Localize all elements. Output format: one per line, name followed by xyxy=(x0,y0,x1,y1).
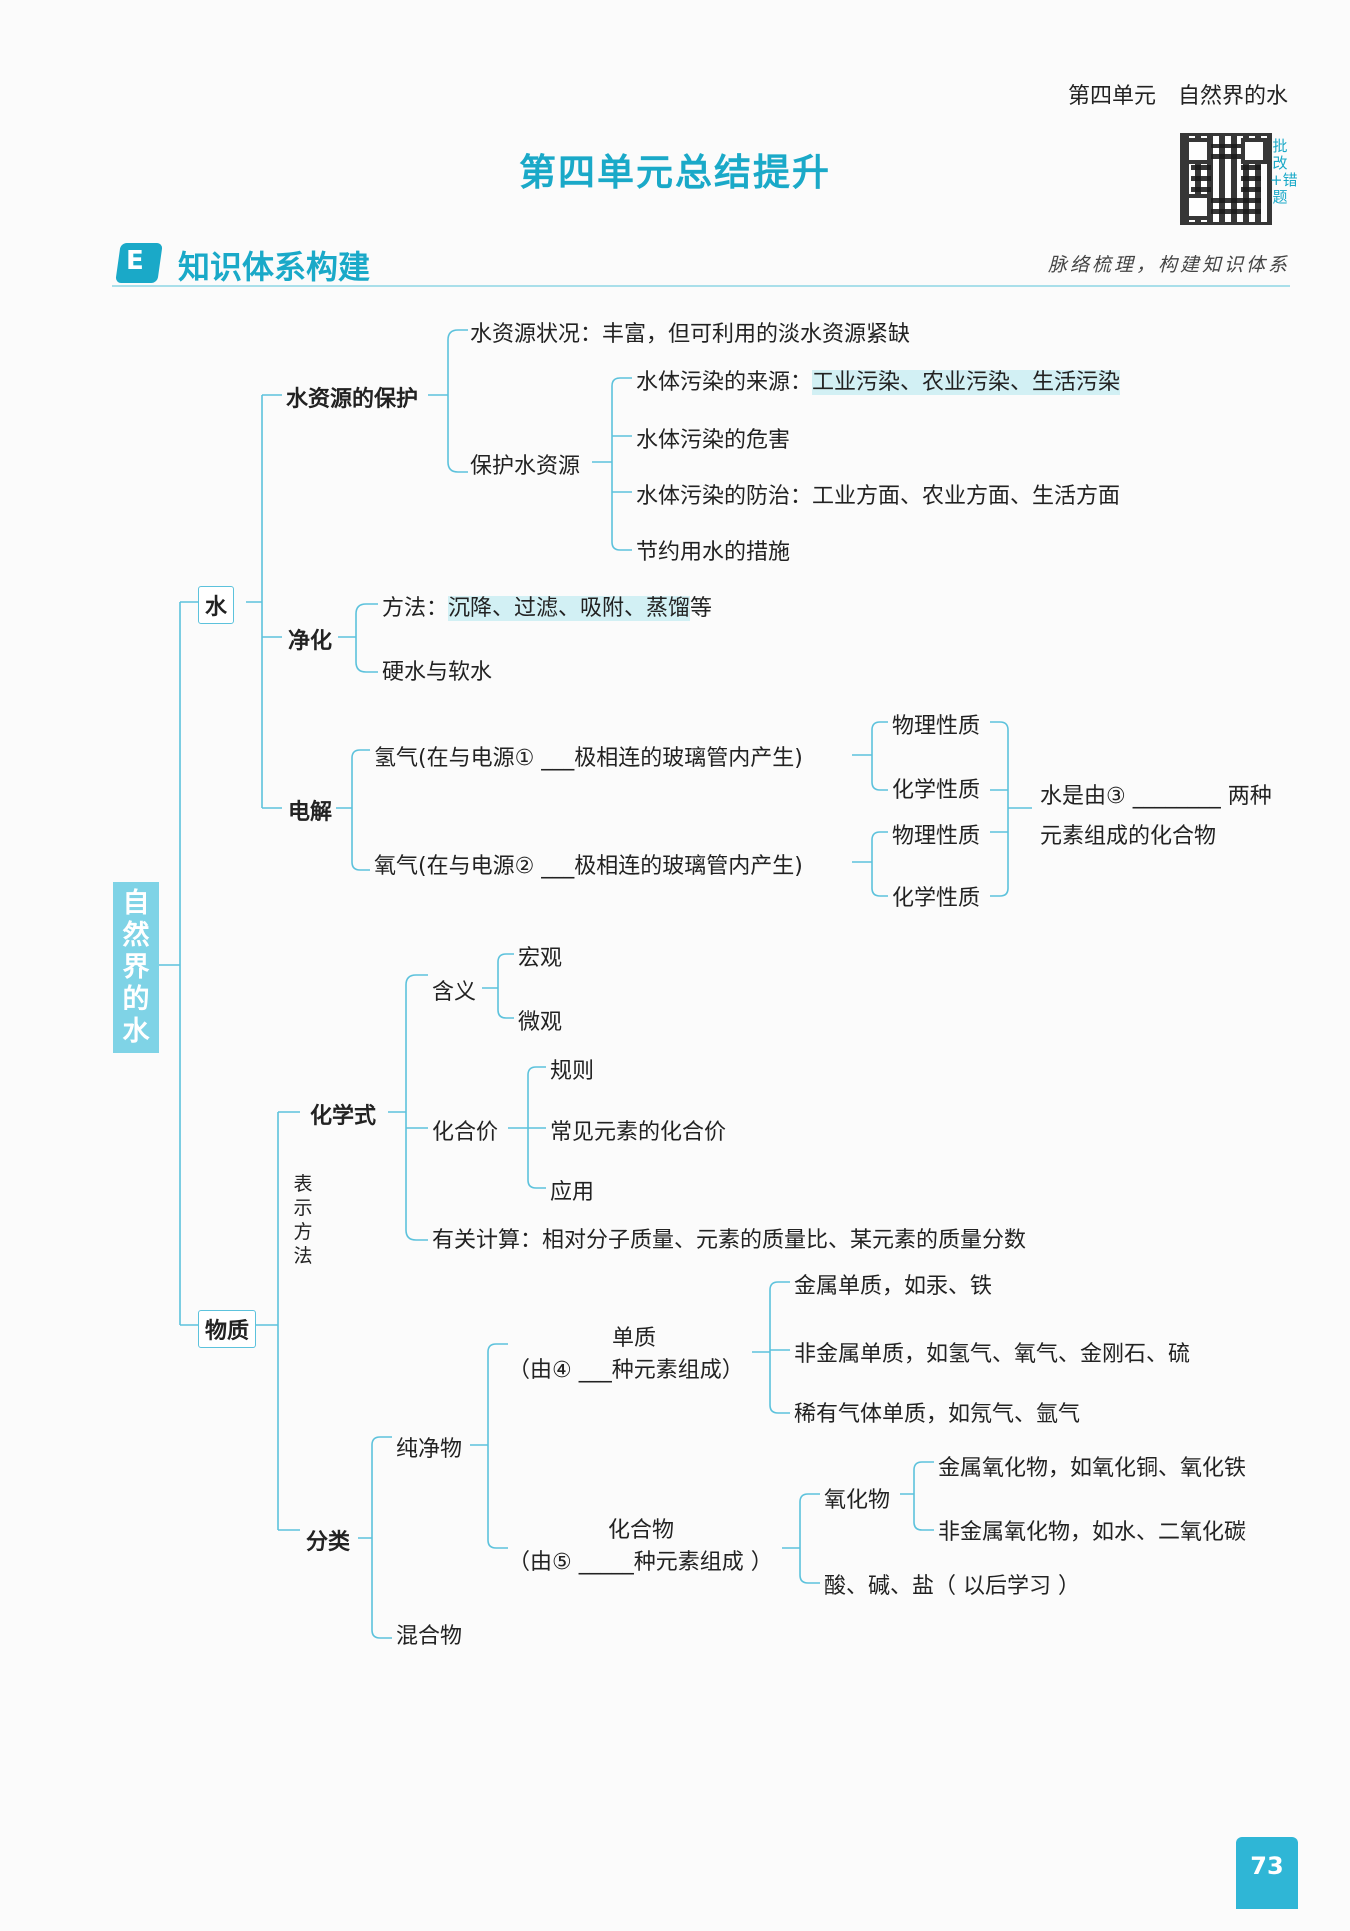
node-chemical-property-1: 化学性质 xyxy=(892,778,981,803)
node-water-status: 水资源状况：丰富，但可利用的淡水资源紧缺 xyxy=(470,322,911,347)
node-water-saving: 节约用水的措施 xyxy=(636,540,791,565)
node-pollution-control: 水体污染的防治：工业方面、农业方面、生活方面 xyxy=(636,484,1121,509)
node-water: 水 xyxy=(198,586,235,624)
node-element-desc: （由④ ___种元素组成） xyxy=(508,1358,744,1383)
section-subtitle: 脉络梳理，构建知识体系 xyxy=(1047,254,1290,276)
node-element-substance: 单质 xyxy=(612,1326,657,1351)
node-compound: 化合物 xyxy=(608,1518,675,1543)
node-acid-base-salt: 酸、碱、盐（ 以后学习 ） xyxy=(824,1574,1080,1599)
root-node: 自然界的水 xyxy=(113,882,159,1053)
node-physical-property-1: 物理性质 xyxy=(892,714,981,739)
node-valence-application: 应用 xyxy=(550,1180,595,1205)
node-noble-gas: 稀有气体单质，如氖气、氩气 xyxy=(794,1402,1081,1427)
section-divider xyxy=(112,285,1290,287)
node-physical-property-2: 物理性质 xyxy=(892,824,981,849)
node-purification-method: 方法：沉降、过滤、吸附、蒸馏等 xyxy=(382,596,713,621)
node-nonmetal-element: 非金属单质，如氢气、氧气、金刚石、硫 xyxy=(794,1342,1191,1367)
section-title: 知识体系构建 xyxy=(178,248,371,286)
node-valence: 化合价 xyxy=(432,1120,499,1145)
node-matter: 物质 xyxy=(198,1310,257,1348)
node-micro: 微观 xyxy=(518,1010,563,1035)
node-compound-desc: （由⑤ _____种元素组成 ） xyxy=(508,1550,773,1575)
page-title: 第四单元总结提升 xyxy=(519,150,831,194)
node-pollution-source: 水体污染的来源：工业污染、农业污染、生活污染 xyxy=(636,370,1121,395)
node-pollution-harm: 水体污染的危害 xyxy=(636,428,791,453)
node-metal-oxide: 金属氧化物，如氧化铜、氧化铁 xyxy=(938,1456,1247,1481)
node-valence-rules: 规则 xyxy=(550,1059,595,1084)
node-hydrogen: 氢气(在与电源① ___极相连的玻璃管内产生) xyxy=(374,746,803,771)
node-common-valence: 常见元素的化合价 xyxy=(550,1120,727,1145)
qr-code-icon[interactable] xyxy=(1180,133,1272,225)
node-representation: 表示方法 xyxy=(293,1173,313,1267)
node-pure-substance: 纯净物 xyxy=(396,1437,463,1462)
node-nonmetal-oxide: 非金属氧化物，如水、二氧化碳 xyxy=(938,1520,1247,1545)
node-oxide: 氧化物 xyxy=(824,1488,891,1513)
unit-label: 第四单元 自然界的水 xyxy=(1067,84,1288,109)
node-mixture: 混合物 xyxy=(396,1624,463,1649)
node-meaning: 含义 xyxy=(432,980,477,1005)
node-oxygen: 氧气(在与电源② ___极相连的玻璃管内产生) xyxy=(374,854,803,879)
section-icon-glyph: E xyxy=(126,246,144,276)
node-macro: 宏观 xyxy=(518,946,563,971)
node-conclusion-line-1: 水是由③ ________ 两种 xyxy=(1040,784,1272,809)
page-number: 73 xyxy=(1236,1837,1298,1909)
node-purification: 净化 xyxy=(288,629,333,654)
node-water-protection: 水资源的保护 xyxy=(286,387,419,412)
node-chemical-formula: 化学式 xyxy=(310,1104,377,1129)
node-chemical-property-2: 化学性质 xyxy=(892,886,981,911)
node-hard-soft-water: 硬水与软水 xyxy=(382,660,493,685)
node-calculation: 有关计算：相对分子质量、元素的质量比、某元素的质量分数 xyxy=(432,1228,1027,1253)
node-conclusion-line-2: 元素组成的化合物 xyxy=(1040,824,1217,849)
node-metal-element: 金属单质，如汞、铁 xyxy=(794,1274,993,1299)
node-protect-water: 保护水资源 xyxy=(470,454,581,479)
node-electrolysis: 电解 xyxy=(288,800,333,825)
node-classification: 分类 xyxy=(306,1530,351,1555)
